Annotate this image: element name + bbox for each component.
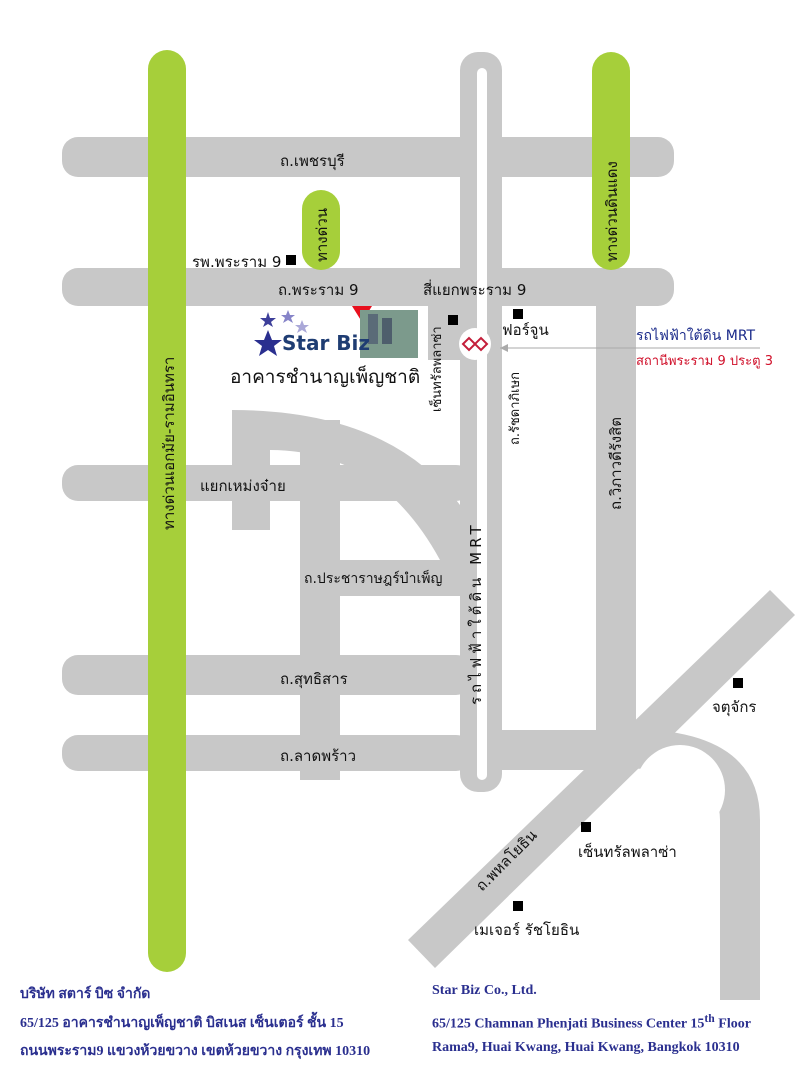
footer-en-company: Star Biz Co., Ltd. [432, 983, 537, 998]
label-rama9: ถ.พระราม 9 [278, 281, 359, 299]
label-phetchaburi: ถ.เพชรบุรี [280, 152, 345, 170]
footer-en-floor: Floor [718, 1016, 751, 1032]
label-rama9-hospital: รพ.พระราม 9 [192, 253, 282, 271]
road-phetchaburi [62, 137, 674, 177]
label-pracharat: ถ.ประชาราษฎร์บำเพ็ญ [304, 571, 443, 587]
label-ratchada: ถ.รัชดาภิเษก [508, 371, 523, 445]
road-lat-phrao [62, 735, 472, 771]
building-name: อาคารชำนาญเพ็ญชาติ [230, 366, 421, 388]
landmark-marker [581, 822, 591, 832]
footer-en-th: th [704, 1012, 715, 1025]
label-expressway-left: ทางด่วนเอกมัย-รามอินทรา [160, 356, 178, 530]
landmark-marker [513, 901, 523, 911]
label-chatuchak: จตุจักร [712, 698, 757, 716]
road-big-curve [232, 410, 460, 560]
mrt-station: สถานีพระราม 9 ประตู 3 [636, 354, 773, 369]
road-inner-v [300, 420, 340, 780]
landmark-marker [733, 678, 743, 688]
road-phahon [408, 590, 795, 968]
road-sutthisan [62, 655, 472, 695]
label-meng-jai: แยกเหม่งจ๋าย [200, 477, 286, 495]
label-expressway-small: ทางด่วน [313, 207, 331, 262]
label-vibhavadi: ถ.วิภาวดีรังสิต [607, 416, 625, 510]
label-rama9-junction: สี่แยกพระราม 9 [423, 281, 527, 299]
landmark-marker [513, 309, 523, 319]
logo-text: Star Biz [282, 331, 371, 355]
mrt-logo-icon [461, 336, 489, 352]
expressway-small [302, 190, 340, 270]
label-central-ladprao: เซ็นทรัลพลาซ่า [578, 843, 677, 861]
label-major: เมเจอร์ รัชโยธิน [474, 921, 580, 939]
road-vibhavadi [596, 270, 636, 770]
label-lat-phrao: ถ.ลาดพร้าว [280, 747, 356, 765]
mrt-title: รถไฟฟ้าใต้ดิน MRT [636, 328, 756, 344]
label-central-rama9: เซ็นทรัลพลาซ่า [430, 326, 445, 412]
footer-th-address2: ถนนพระราม9 แขวงห้วยขวาง เขตห้วยขวาง กรุง… [20, 1044, 371, 1059]
label-sutthisan: ถ.สุทธิสาร [280, 670, 348, 688]
label-fortune: ฟอร์จูน [502, 321, 549, 339]
road-curve-right [470, 729, 760, 1000]
landmark-marker [448, 315, 458, 325]
footer-th-address1: 65/125 อาคารชำนาญเพ็ญชาติ บิสเนส เซ็นเตอ… [20, 1016, 344, 1031]
label-mrt-line: รถไฟฟ้าใต้ดิน MRT [467, 521, 485, 705]
footer-en-address1: 65/125 Chamnan Phenjati Business Center … [432, 1012, 751, 1033]
road-soi-central [428, 300, 460, 360]
landmark-marker [286, 255, 296, 265]
road-rama9 [62, 268, 674, 306]
footer-en-address2: Rama9, Huai Kwang, Huai Kwang, Bangkok 1… [432, 1040, 740, 1055]
expressway-left [148, 50, 186, 972]
footer-th-company: บริษัท สตาร์ บิซ จำกัด [20, 987, 151, 1002]
expressway-right [592, 52, 630, 270]
label-expressway-right: ทางด่วนดินแดง [603, 161, 621, 262]
footer-en-address1-main: 65/125 Chamnan Phenjati Business Center … [432, 1016, 705, 1032]
star-logo-icon [254, 310, 309, 356]
